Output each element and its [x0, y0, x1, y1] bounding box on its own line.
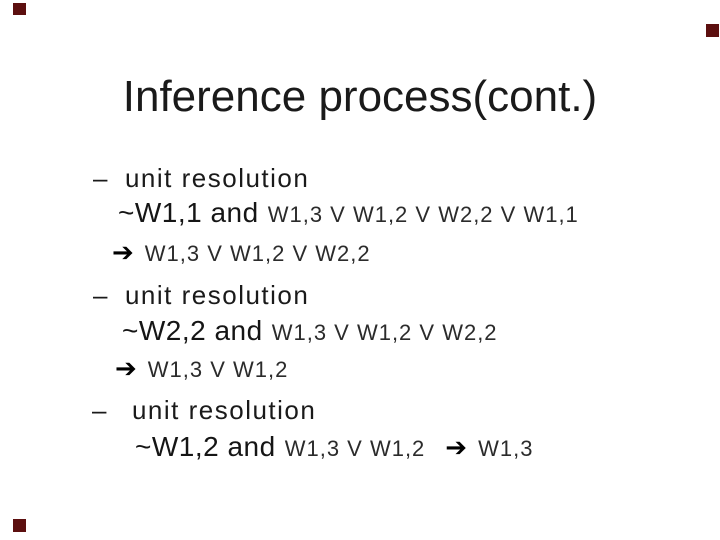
block1-conclusion: W1,3 V W1,2 V W2,2 [144, 241, 371, 266]
corner-marker-top-left [13, 3, 26, 15]
dash-bullet: – [92, 395, 108, 425]
block2-conclusion-line: ➔ W1,3 V W1,2 [115, 356, 288, 382]
block3-heading-line: – unit resolution [92, 397, 316, 423]
arrow-icon: ➔ [445, 433, 468, 463]
corner-marker-bottom-left [13, 519, 26, 532]
block2-conclusion: W1,3 V W1,2 [147, 357, 289, 382]
slide-title: Inference process(cont.) [122, 72, 598, 121]
block3-premise-line: ~W1,2 and W1,3 V W1,2 ➔ W1,3 [135, 431, 534, 463]
block2-heading-line: – unit resolution [93, 282, 309, 308]
block3-heading: unit resolution [131, 395, 317, 425]
block1-conclusion-line: ➔ W1,3 V W1,2 V W2,2 [112, 240, 371, 266]
block3-premise-lead: ~W1,2 and [135, 431, 276, 462]
block1-premise-clause: W1,3 V W1,2 V W2,2 V W1,1 [267, 202, 579, 227]
dash-bullet: – [93, 163, 109, 193]
block1-premise-line: ~W1,1 and W1,3 V W1,2 V W2,2 V W1,1 [118, 199, 579, 227]
corner-marker-top-right [706, 24, 719, 37]
block1-heading: unit resolution [124, 163, 310, 193]
block1-premise-lead: ~W1,1 and [118, 197, 259, 228]
block2-premise-clause: W1,3 V W1,2 V W2,2 [271, 320, 498, 345]
block3-conclusion: W1,3 [478, 436, 534, 461]
block2-heading: unit resolution [124, 280, 310, 310]
block2-premise-lead: ~W2,2 and [122, 315, 263, 346]
arrow-icon: ➔ [115, 354, 137, 384]
arrow-icon: ➔ [112, 238, 134, 268]
block3-premise-clause: W1,3 V W1,2 [284, 436, 426, 461]
block1-heading-line: – unit resolution [93, 165, 309, 191]
dash-bullet: – [93, 280, 109, 310]
block2-premise-line: ~W2,2 and W1,3 V W1,2 V W2,2 [122, 317, 498, 345]
